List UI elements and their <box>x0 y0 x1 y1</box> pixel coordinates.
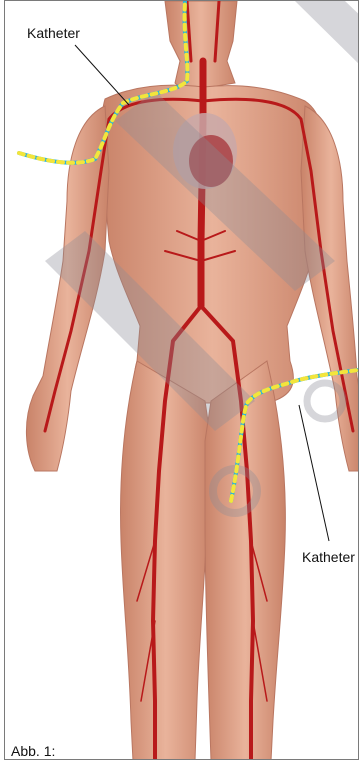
figure-caption: Abb. 1: <box>11 743 55 759</box>
catheter-label-top: Katheter <box>27 25 80 41</box>
catheter-label-right: Katheter <box>302 549 355 565</box>
leader-line-top <box>75 45 129 105</box>
leader-line-right <box>299 405 329 541</box>
figure-frame: Katheter Katheter Abb. 1: <box>4 0 359 760</box>
anatomy-illustration <box>5 1 359 760</box>
